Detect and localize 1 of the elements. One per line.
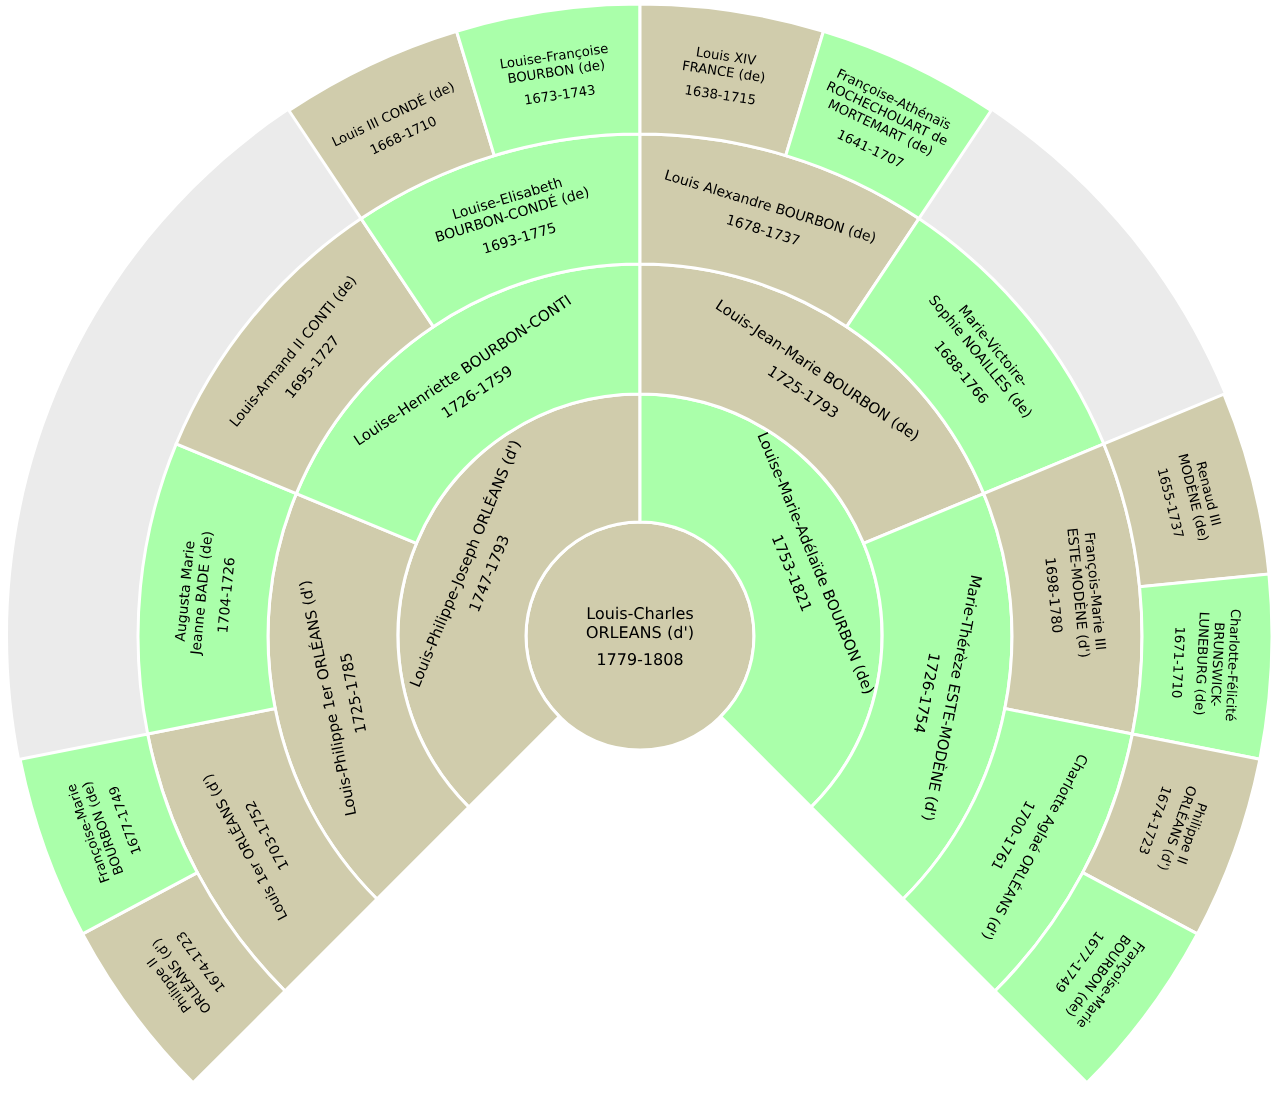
- ancestor-wedge: Louis-Charles ORLEANS (d') 1779-1808: [524, 520, 756, 752]
